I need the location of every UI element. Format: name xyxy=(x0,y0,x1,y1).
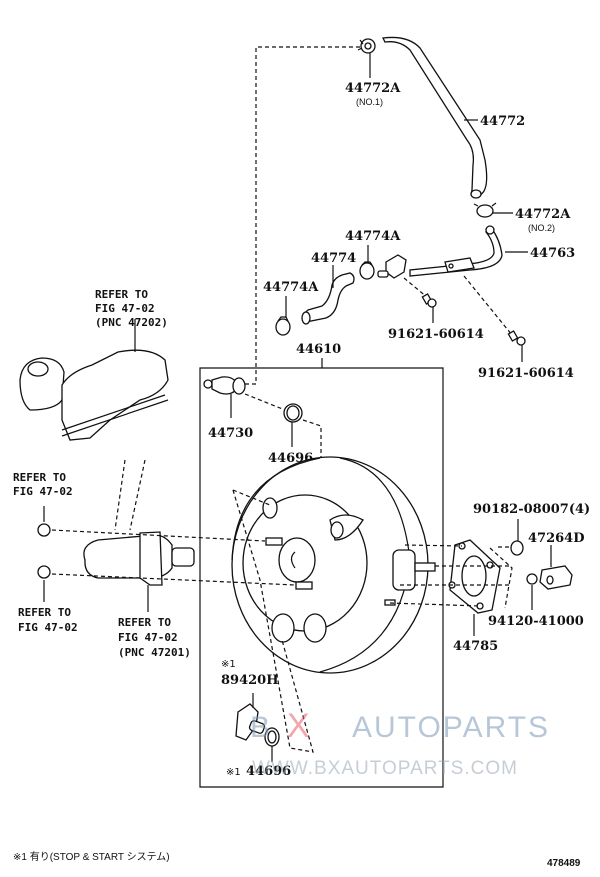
ref-mc-line1: REFER TO xyxy=(118,616,171,629)
watermark: B X AUTOPARTS WWW.BXAUTOPARTS.COM xyxy=(250,707,550,779)
footnote: ※1 有り(STOP & START システム) xyxy=(13,850,170,863)
label-44610[interactable]: 44610 xyxy=(296,342,341,357)
pin-94120-41000[interactable]: 94120-41000 xyxy=(488,573,584,629)
watermark-autoparts: AUTOPARTS xyxy=(352,711,550,744)
label-89420H: 89420H xyxy=(221,673,279,688)
ref-mc-line2: FIG 47-02 xyxy=(118,631,178,644)
clevis-47264D[interactable]: 47264D xyxy=(528,531,585,590)
label-91621-60614-a: 91621-60614 xyxy=(388,327,484,342)
label-44774A-left: 44774A xyxy=(263,280,319,295)
watermark-b: B xyxy=(250,711,272,744)
pipe-44763[interactable]: 44763 xyxy=(377,225,575,279)
label-no2: (NO.2) xyxy=(528,223,555,233)
label-44730: 44730 xyxy=(208,426,253,441)
ref-master-cylinder: REFER TO FIG 47-02 (PNC 47201) xyxy=(118,585,191,659)
ref-reservoir-line1: REFER TO xyxy=(95,288,148,301)
ref-nut-lower-line2: FIG 47-02 xyxy=(18,621,78,634)
bolt-91621-60614-a[interactable]: 91621-60614 xyxy=(388,277,484,342)
clamp-44774A-mid[interactable]: 44774A xyxy=(345,229,401,280)
figure-code: 478489 xyxy=(547,858,581,869)
grommet-44696[interactable]: 44696 xyxy=(244,393,322,468)
ref-nut-upper-line2: FIG 47-02 xyxy=(13,485,73,498)
ref-reservoir-line2: FIG 47-02 xyxy=(95,302,155,315)
sensor-89420H[interactable]: ※1 89420H xyxy=(221,659,279,741)
gasket-44785[interactable]: 44785 xyxy=(389,539,513,654)
master-cylinder[interactable] xyxy=(83,531,195,586)
reservoir[interactable]: REFER TO FIG 47-02 (PNC 47202) xyxy=(19,288,169,441)
label-44772: 44772 xyxy=(480,114,525,129)
label-44696-sensor-mark: ※1 xyxy=(226,767,241,778)
label-44785: 44785 xyxy=(453,639,498,654)
label-44774: 44774 xyxy=(311,251,356,266)
booster-group-box: 44610 xyxy=(199,342,444,788)
brake-booster[interactable] xyxy=(231,456,436,674)
nut-lower[interactable]: REFER TO FIG 47-02 xyxy=(18,565,296,634)
grommet-44696-sensor[interactable]: ※1 44696 xyxy=(226,727,291,779)
label-44772A-no1: 44772A xyxy=(345,81,401,96)
clamp-44772A-no2[interactable]: 44772A (NO.2) xyxy=(473,202,571,233)
ref-reservoir-line3: (PNC 47202) xyxy=(95,316,168,329)
label-44763: 44763 xyxy=(530,246,575,261)
label-89420H-mark: ※1 xyxy=(221,659,236,670)
nut-upper[interactable]: REFER TO FIG 47-02 xyxy=(13,471,266,542)
hose-44772[interactable]: 44772 xyxy=(382,36,525,199)
watermark-x: X xyxy=(287,707,310,745)
label-47264D: 47264D xyxy=(528,531,585,546)
leader-reservoir-to-mc xyxy=(114,459,146,531)
nut-90182-08007[interactable]: 90182-08007(4) xyxy=(473,502,590,556)
ref-nut-upper-line1: REFER TO xyxy=(13,471,66,484)
label-44772A-no2: 44772A xyxy=(515,207,571,222)
clamp-44772A-no1[interactable]: 44772A (NO.1) xyxy=(345,38,401,107)
label-91621-60614-b: 91621-60614 xyxy=(478,366,574,381)
watermark-url: WWW.BXAUTOPARTS.COM xyxy=(252,758,518,779)
hose-44774[interactable]: 44774 xyxy=(301,251,356,325)
label-90182-08007: 90182-08007(4) xyxy=(473,502,590,517)
ref-nut-lower-line1: REFER TO xyxy=(18,606,71,619)
leader-check-valve-to-clamp xyxy=(245,46,360,385)
label-no1: (NO.1) xyxy=(356,97,383,107)
check-valve-44730[interactable]: 44730 xyxy=(203,376,253,441)
ref-mc-line3: (PNC 47201) xyxy=(118,646,191,659)
clamp-44774A-left[interactable]: 44774A xyxy=(263,280,319,336)
label-94120-41000: 94120-41000 xyxy=(488,614,584,629)
label-44696-sensor: 44696 xyxy=(246,764,291,779)
bolt-91621-60614-b[interactable]: 91621-60614 xyxy=(463,275,574,381)
label-44774A-mid: 44774A xyxy=(345,229,401,244)
